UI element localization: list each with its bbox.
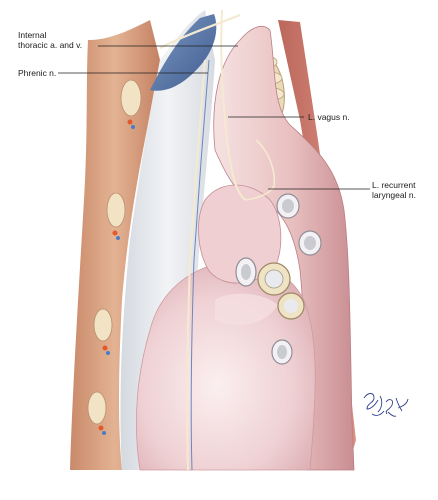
label-internal-thoracic-line2: thoracic a. and v.	[18, 40, 83, 50]
recurrent-laryngeal-nerve	[245, 139, 276, 201]
label-recurrent-laryngeal: L. recurrent laryngeal n.	[372, 180, 416, 200]
chest-wall	[70, 20, 160, 470]
label-recurrent-laryngeal-line2: laryngeal n.	[372, 190, 416, 200]
brachiocephalic-vein	[150, 14, 217, 91]
label-recurrent-laryngeal-line1: L. recurrent	[372, 180, 416, 190]
intercostal-veins	[102, 125, 135, 435]
left-atrial-appendage	[215, 293, 278, 325]
label-phrenic: Phrenic n.	[18, 68, 56, 78]
label-vagus-text: L. vagus n.	[308, 112, 350, 122]
intercostal-vessels	[98, 119, 133, 431]
artist-signature	[363, 393, 409, 417]
rib-cartilages	[87, 79, 142, 425]
vagus-nerve	[220, 9, 247, 201]
phrenic-nerve	[186, 59, 206, 471]
aorta	[213, 26, 355, 471]
leader-lines	[58, 45, 370, 190]
label-vagus: L. vagus n.	[308, 112, 350, 122]
label-phrenic-text: Phrenic n.	[18, 68, 57, 78]
pulmonary-vessel-stumps	[235, 193, 322, 365]
label-internal-thoracic: Internal thoracic a. and v.	[18, 30, 82, 50]
label-internal-thoracic-line1: Internal	[18, 30, 47, 40]
pericardiophrenic-vessel	[190, 59, 210, 471]
internal-thoracic-vessel	[159, 13, 241, 49]
